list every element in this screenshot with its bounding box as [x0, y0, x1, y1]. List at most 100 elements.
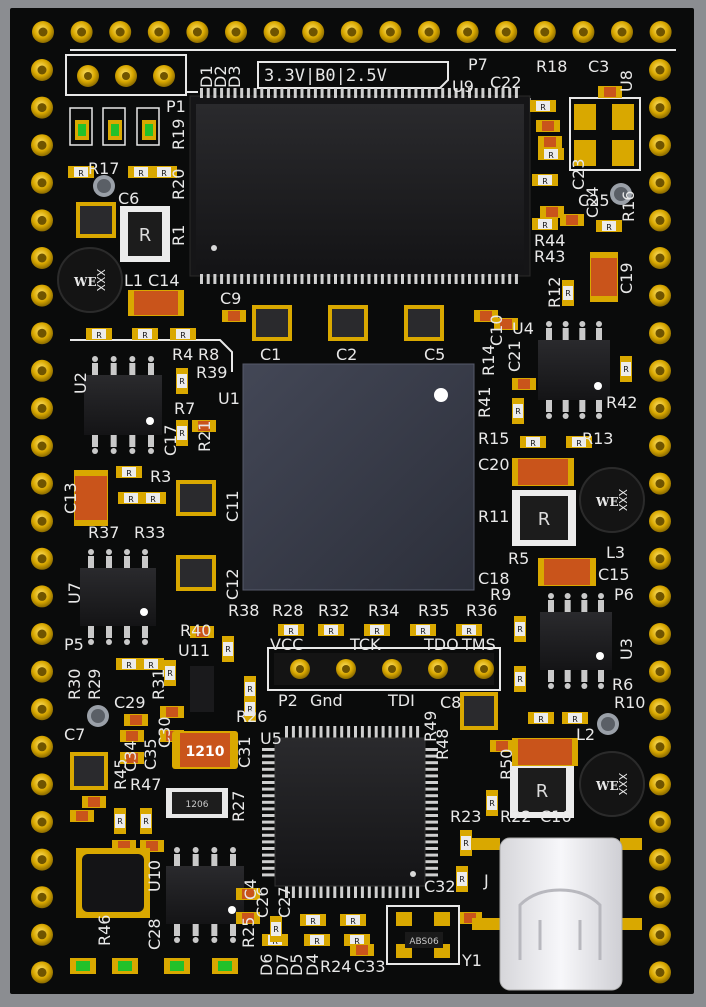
- resistor-mark: R: [273, 925, 279, 934]
- designator-c17: C17: [161, 424, 180, 456]
- designator-u3: U3: [617, 638, 636, 660]
- resistor: R: [151, 166, 177, 178]
- designator-p7: P7: [468, 55, 488, 74]
- ic-pin: [319, 885, 323, 898]
- ic-pin: [360, 274, 364, 284]
- designator-c2: C2: [336, 345, 357, 364]
- designator-u11: U11: [178, 641, 210, 660]
- header-pin: [572, 21, 595, 43]
- ic-pin: [441, 88, 445, 98]
- designator-r47: R47: [130, 775, 161, 794]
- ic-pin: [424, 847, 438, 850]
- designator-c34: C34: [121, 740, 140, 772]
- ic-pin: [454, 274, 458, 284]
- p1-header: [77, 65, 175, 87]
- designator-c19: C19: [617, 262, 636, 294]
- resistor: R: [270, 916, 282, 942]
- designator-d3: D3: [225, 66, 244, 89]
- capacitor: [192, 420, 216, 432]
- resistor: R: [138, 658, 164, 670]
- jtag-header: [274, 653, 494, 685]
- resistor: R: [140, 808, 152, 834]
- ic-pin: [388, 885, 392, 898]
- ic-pin: [273, 274, 277, 284]
- ic-pin: [409, 726, 413, 739]
- ic-pin: [312, 885, 316, 898]
- designator-r36: R36: [466, 601, 497, 620]
- large-capacitor: [74, 470, 108, 526]
- ic-pin: [220, 274, 224, 284]
- designator-r34: R34: [368, 601, 399, 620]
- designator-r40: R40: [180, 621, 211, 640]
- coil-brand: WE: [595, 779, 619, 793]
- resistor: R: [530, 100, 556, 112]
- resistor: R: [456, 624, 482, 636]
- designator-c3: C3: [588, 57, 609, 76]
- ic-pin: [360, 885, 364, 898]
- gnd-label: Gnd: [310, 691, 343, 710]
- capacitor: [350, 944, 374, 956]
- header-pin: [649, 96, 671, 119]
- capacitor: [494, 318, 518, 330]
- ic-pin: [262, 820, 276, 824]
- ic-pin: [262, 873, 276, 877]
- resistor-mark: R: [489, 799, 495, 808]
- designator-u5: U5: [260, 729, 282, 748]
- res-1206: 1206: [166, 788, 228, 818]
- ic-pin: [387, 274, 391, 284]
- resistor-mark: R: [161, 169, 167, 178]
- ic-pin: [340, 88, 344, 98]
- ic-pin: [260, 88, 264, 98]
- designator-r27: R27: [229, 791, 248, 822]
- designator-r15: R15: [478, 429, 509, 448]
- ic-pin: [424, 807, 438, 811]
- designator-r29: R29: [85, 669, 104, 700]
- ic-pin: [246, 88, 250, 98]
- ic-pin: [461, 274, 465, 284]
- resistor-mark: R: [142, 331, 148, 340]
- resistor: R: [512, 398, 524, 424]
- ic-pin: [424, 860, 438, 864]
- designator-r28: R28: [272, 601, 303, 620]
- ic-pin: [424, 761, 438, 765]
- header-pin: [649, 848, 671, 871]
- ic-pin: [300, 88, 304, 98]
- designator-r6: R6: [612, 675, 633, 694]
- designator-c33: C33: [354, 957, 386, 976]
- ic-pin: [262, 866, 276, 870]
- ic-pin: [402, 726, 406, 739]
- designator-r19: R19: [169, 119, 188, 150]
- header-pin: [649, 322, 671, 345]
- resistor-mark: R: [247, 705, 253, 714]
- designator-r14: R14: [479, 345, 498, 376]
- resistor-mark: R: [128, 495, 134, 504]
- large-capacitor: [590, 252, 618, 302]
- resistor: R: [532, 218, 558, 230]
- resistor: R: [176, 420, 188, 446]
- header-pin: [31, 134, 53, 157]
- resistor-mark: R: [576, 439, 582, 448]
- resistor: R: [278, 624, 304, 636]
- resistor-mark: R: [463, 839, 469, 848]
- large-capacitor: [128, 290, 184, 316]
- ic-pin: [326, 885, 330, 898]
- resistor: R: [456, 866, 468, 892]
- designator-r4: R4: [172, 345, 193, 364]
- ic-pin: [213, 274, 217, 284]
- designator-l1: L1: [124, 271, 143, 290]
- header-pin: [31, 547, 53, 570]
- header-pin: [649, 660, 671, 683]
- designator-c35: C35: [141, 738, 160, 770]
- ic-pin: [333, 726, 337, 739]
- header-pin: [649, 585, 671, 608]
- header-pin: [649, 735, 671, 758]
- designator-u8: U8: [617, 70, 636, 92]
- designator-c7: C7: [64, 725, 85, 744]
- resistor: R: [140, 492, 166, 504]
- header-pin: [31, 209, 53, 232]
- header-pin: [31, 848, 53, 871]
- ic-pin: [347, 88, 351, 98]
- ic-pin: [213, 88, 217, 98]
- designator-r32: R32: [318, 601, 349, 620]
